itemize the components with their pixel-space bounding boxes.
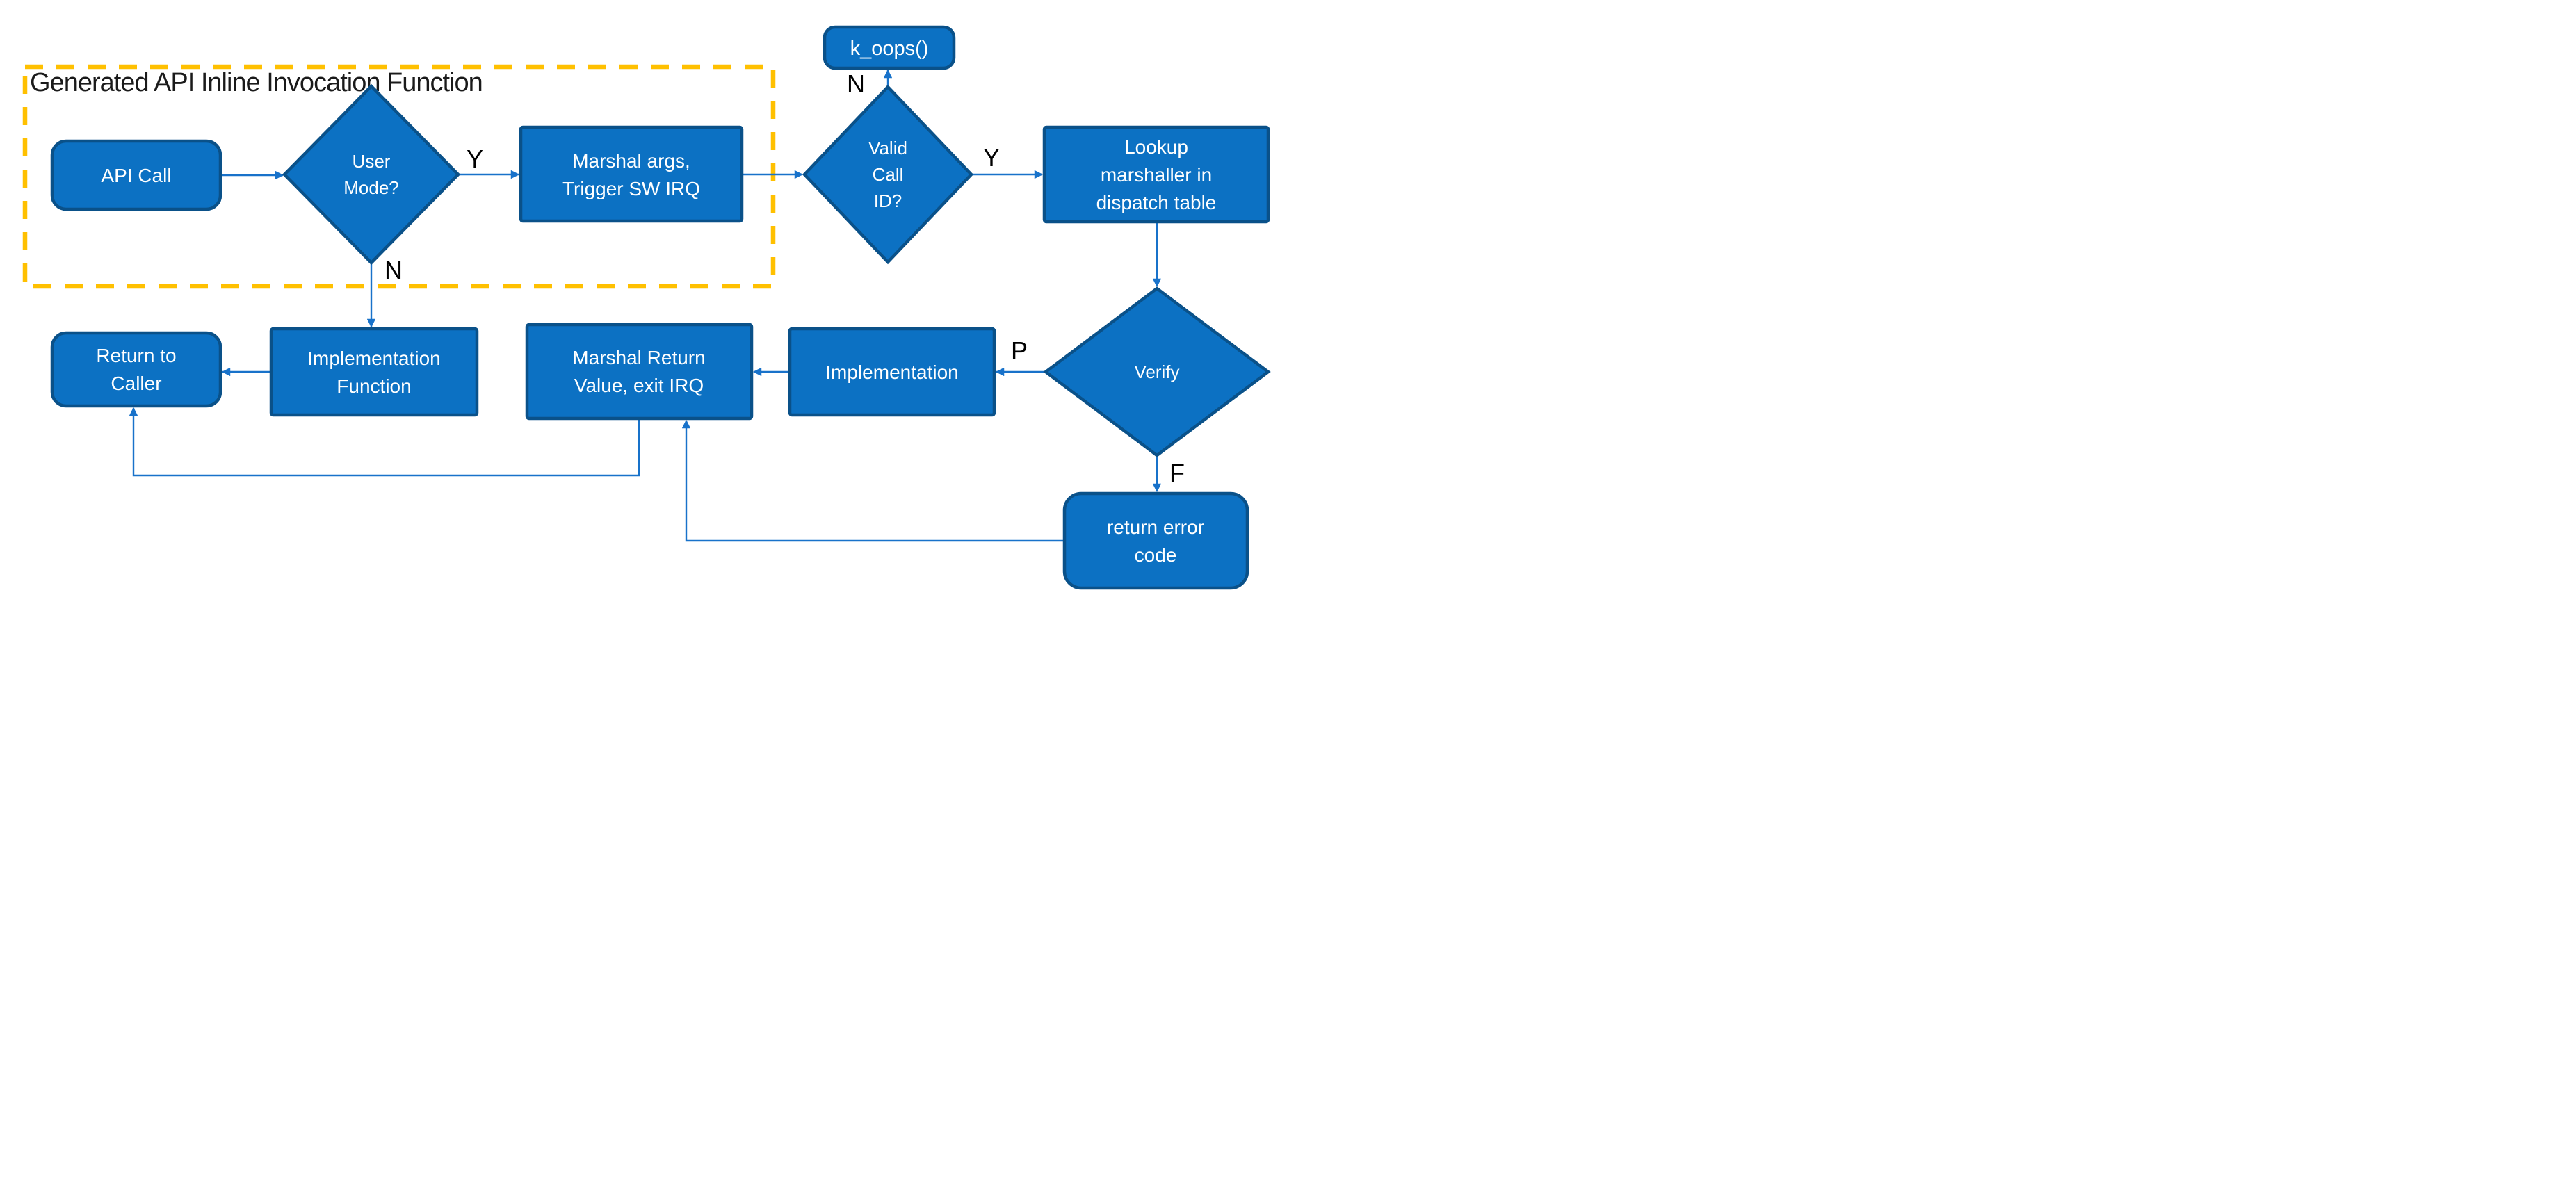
edge-label-verify-pass: P [1011,336,1028,365]
node-k-oops: k_oops() [823,25,956,70]
marshal-args-line-2: Trigger SW IRQ [562,178,700,199]
user-mode-line-1: User [353,151,391,172]
valid-call-id-shape [802,84,974,265]
return-to-caller-line-1: Return to [96,345,176,366]
lookup-marshaller-line-3: dispatch table [1096,192,1217,213]
user-mode-shape [282,83,461,266]
node-implementation-function: Implementation Function [269,327,479,417]
node-verify-decision: Verify [1043,286,1271,457]
edge-return-error-code-to-marshal-return [681,419,1064,542]
valid-call-id-line-2: Call [873,164,904,185]
return-error-code-line-2: code [1135,544,1177,566]
node-marshal-args: Marshal args, Trigger SW IRQ [519,125,744,223]
k-oops-label: k_oops() [850,38,929,60]
verify-label: Verify [1134,361,1179,382]
node-return-error-code: return error code [1062,491,1249,590]
edge-label-user-mode-yes: Y [467,145,483,173]
lookup-marshaller-shape [1042,125,1270,224]
edge-label-valid-call-id-no: N [847,70,865,98]
implementation-label: Implementation [825,361,958,383]
node-marshal-return: Marshal Return Value, exit IRQ [525,323,754,421]
implementation-function-line-1: Implementation [307,348,440,369]
marshal-args-shape [519,125,744,223]
api-call-shape [50,139,222,211]
edge-label-valid-call-id-yes: Y [983,143,1000,172]
marshal-args-line-1: Marshal args, [572,150,690,172]
generated-api-group-outline [22,64,776,289]
valid-call-id-line-3: ID? [874,190,902,211]
edge-marshal-return-to-return-to-caller [129,407,640,477]
implementation-shape [788,327,996,417]
diagram-title: Generated API Inline Invocation Function [30,68,483,97]
marshal-return-line-1: Marshal Return [572,347,705,368]
return-to-caller-line-2: Caller [111,373,161,394]
api-call-label: API Call [101,165,171,186]
edge-label-user-mode-no: N [384,256,403,284]
return-to-caller-shape [50,331,222,408]
return-error-code-shape [1062,491,1249,590]
lookup-marshaller-line-2: marshaller in [1101,164,1212,186]
marshal-return-shape [525,323,754,421]
node-lookup-marshaller: Lookup marshaller in dispatch table [1042,125,1270,224]
node-api-call: API Call [50,139,222,211]
return-error-code-line-1: return error [1107,516,1204,538]
valid-call-id-line-1: Valid [868,138,907,158]
implementation-function-shape [269,327,479,417]
node-return-to-caller: Return to Caller [50,331,222,408]
user-mode-line-2: Mode? [343,177,399,198]
marshal-return-line-2: Value, exit IRQ [574,375,704,396]
verify-shape [1043,286,1271,457]
node-user-mode-decision: User Mode? [282,83,461,266]
k-oops-shape [823,25,956,70]
flowchart-page: Generated API Inline Invocation Function… [0,0,1288,599]
node-valid-call-id-decision: Valid Call ID? [802,84,974,265]
flowchart-canvas: Generated API Inline Invocation Function… [22,25,1271,590]
edge-label-verify-fail: F [1169,459,1185,487]
node-implementation: Implementation [788,327,996,417]
lookup-marshaller-line-1: Lookup [1124,136,1188,158]
implementation-function-line-2: Function [337,375,411,397]
